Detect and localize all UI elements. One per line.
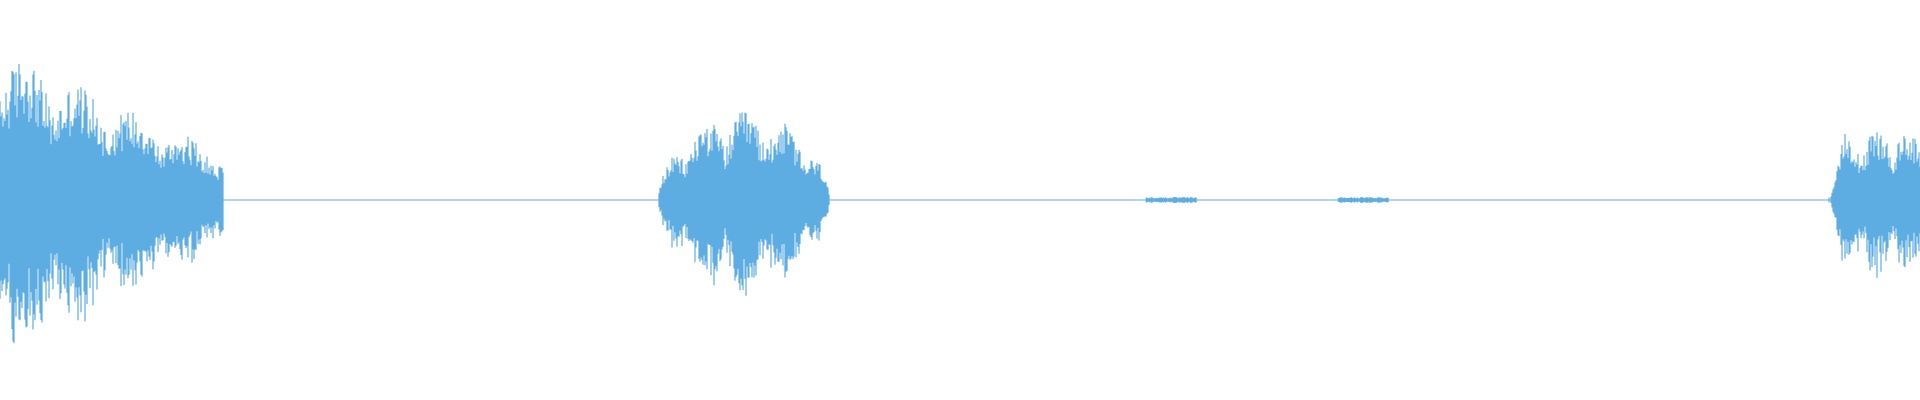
waveform-faint-marks	[1145, 197, 1389, 203]
waveform-segments	[0, 63, 1920, 344]
waveform-segment	[1828, 132, 1920, 278]
waveform-noise-mark	[1145, 197, 1197, 203]
waveform-segment	[658, 112, 830, 296]
waveform-segment	[0, 63, 224, 344]
waveform-noise-mark	[1337, 197, 1389, 203]
